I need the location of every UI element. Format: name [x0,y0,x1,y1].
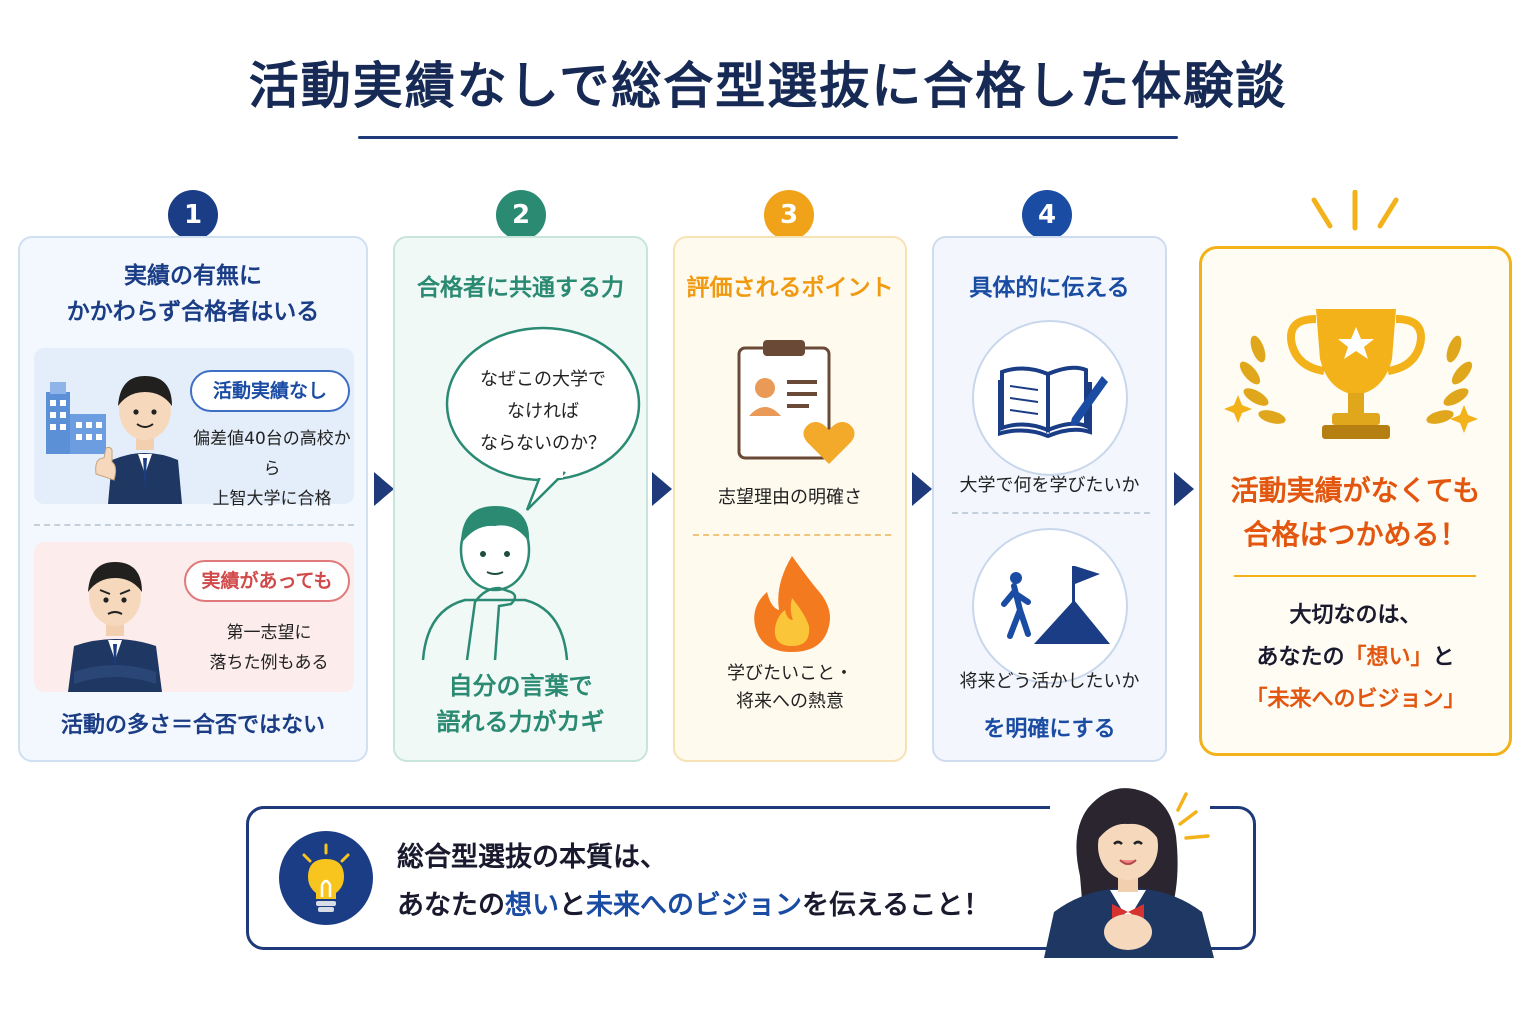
point2-line2: 将来への熱意 [736,691,844,712]
panel1-heading-line1: 実績の有無に [124,263,262,289]
open-book-pen-icon [998,365,1108,438]
student-boy-worried-icon [68,562,162,692]
point2-line1: 学びたいこと・ [727,663,853,684]
flow-arrow-4 [1174,472,1194,506]
point2-text: 学びたいこと・ 将来への熱意 [675,660,905,716]
panel-evaluation-points: 評価されるポイント 志望理由の明確さ 学びたいこと・ 将来への熱意 [673,236,907,762]
school-building-icon [46,382,106,454]
conclusion-body-line1: 大切なのは、 [1289,603,1422,628]
panel1-footer: 活動の多さ＝合否ではない [60,713,325,738]
panel-common-strength: 合格者に共通する力 なぜこの大学で なければ ならないのか？ 自分の言葉で 語れ… [393,236,648,762]
book-circle [972,320,1128,476]
thought-text: なぜこの大学で なければ ならないのか？ [455,364,631,460]
item1-text: 大学で何を学びたいか [959,475,1140,496]
thought-line1: なぜこの大学で [480,369,606,390]
page-title: 活動実績なしで総合型選抜に合格した体験談 [248,57,1288,115]
panel-be-specific: 具体的に伝える 大学で何を学びたいか 将来どう活かしたいか を明確にする [932,236,1167,762]
bubble-no-achievements: 活動実績なし [190,370,350,412]
title-underline [358,136,1178,139]
essence-highlight-vision: 未来へのビジョン [586,890,802,921]
panel2-heading: 合格者に共通する力 [417,275,624,301]
conclusion-headline-line1: 活動実績がなくても [1230,474,1481,507]
case2-text: 第一志望に 落ちた例もある [184,618,354,678]
essence-highlight-thoughts: 想い [505,890,559,921]
case2-text-line2: 落ちた例もある [209,653,329,673]
case-no-achievements: 活動実績なし 偏差値40台の高校から 上智大学に合格 [34,348,354,509]
thought-bubble-icon [445,326,641,511]
case1-text-line2: 上智大学に合格 [212,489,332,509]
climber-flag-icon [1001,566,1110,644]
flame-icon [754,556,830,652]
conclusion-headline-line2: 合格はつかめる！ [1243,518,1468,551]
panel1-divider [34,524,354,526]
bubble-with-achievements: 実績があっても [184,560,350,602]
panel4-divider [952,512,1150,514]
body-line2-suffix: と [1432,645,1455,670]
thinking-student-icon [421,506,569,660]
goal-circle [972,528,1128,684]
conclusion-divider [1234,575,1476,577]
case2-text-line1: 第一志望に [226,623,312,643]
panel3-divider [693,534,891,536]
flow-arrow-3 [912,472,932,506]
panel2-footer-line1: 自分の言葉で [448,672,593,700]
conclusion-headline: 活動実績がなくても 合格はつかめる！ [1202,469,1509,557]
item2-text: 将来どう活かしたいか [959,671,1140,692]
case1-text-line1: 偏差値40台の高校から [193,429,351,479]
thought-line3: ならないのか？ [480,433,606,454]
step-number-3: 3 [764,190,814,240]
flow-arrow-1 [374,472,394,506]
trophy-icon [1224,309,1478,439]
panel-achievements: 実績の有無に かかわらず合格者はいる 活動実 [18,236,368,762]
conclusion-body-line3: 「未来へのビジョン」 [1245,687,1466,712]
essence-line1: 総合型選抜の本質は、 [397,842,667,873]
panel2-footer: 自分の言葉で 語れる力がカギ [395,668,646,740]
panel1-heading: 実績の有無に かかわらず合格者はいる [20,258,366,330]
panel1-heading-line2: かかわらず合格者はいる [66,299,320,325]
panel4-footer: を明確にする [983,717,1116,742]
step-number-4: 4 [1022,190,1072,240]
conclusion-body-line2: あなたの「想い」と [1202,637,1509,679]
body-line2-highlight: 「想い」 [1344,645,1433,670]
case-with-achievements: 実績があっても 第一志望に 落ちた例もある [34,542,354,692]
lightbulb-icon [302,843,350,912]
panel3-heading: 評価されるポイント [686,275,894,301]
thought-line2: なければ [507,401,579,422]
panel4-heading: 具体的に伝える [969,275,1130,301]
point1-text: 志望理由の明確さ [718,487,862,508]
student-boy-thumbsup-icon [95,376,182,504]
body-line2-prefix: あなたの [1256,645,1345,670]
bulb-circle [279,831,373,925]
essence-line2-prefix: あなたの [397,890,505,921]
step-number-1: 1 [168,190,218,240]
step-number-2: 2 [496,190,546,240]
essence-line2: あなたの想いと未来へのビジョンを伝えること！ [397,883,990,922]
case1-text: 偏差値40台の高校から 上智大学に合格 [190,424,354,514]
flow-arrow-2 [652,472,672,506]
shine-rays-icon [1311,190,1399,231]
essence-line2-mid: と [559,890,586,921]
conclusion-body: 大切なのは、 あなたの「想い」と 「未来へのビジョン」 [1202,595,1509,721]
panel2-footer-line2: 語れる力がカギ [436,708,605,736]
clipboard-heart-icon [737,340,855,464]
student-girl-icon [1044,772,1214,958]
panel-conclusion: 活動実績がなくても 合格はつかめる！ 大切なのは、 あなたの「想い」と 「未来へ… [1199,246,1512,756]
essence-line2-suffix: を伝えること！ [802,890,991,921]
